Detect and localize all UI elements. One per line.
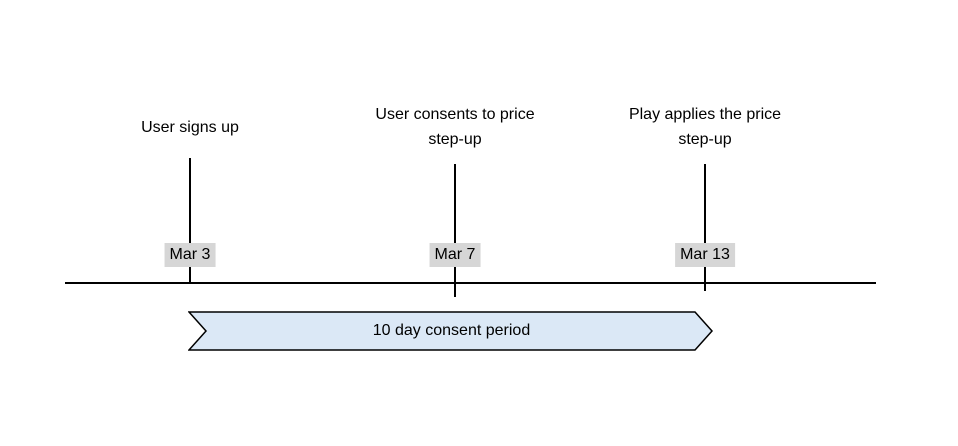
event-tick-signup bbox=[189, 158, 191, 283]
event-tick-consent bbox=[454, 164, 456, 297]
banner-label: 10 day consent period bbox=[372, 322, 531, 339]
event-date-consent: Mar 7 bbox=[429, 243, 481, 267]
banner-arrow-polygon bbox=[188, 311, 714, 351]
event-label-signup: User signs up bbox=[141, 119, 239, 136]
event-label-consent: User consents to price step-up bbox=[375, 106, 535, 148]
timeline-axis bbox=[65, 282, 876, 284]
consent-period-banner: 10 day consent period bbox=[188, 311, 715, 351]
event-tick-apply bbox=[704, 164, 706, 291]
banner-arrow-shape bbox=[188, 311, 714, 351]
event-date-apply: Mar 13 bbox=[675, 243, 735, 267]
event-label-apply: Play applies the price step-up bbox=[628, 106, 782, 148]
event-date-signup: Mar 3 bbox=[164, 243, 216, 267]
